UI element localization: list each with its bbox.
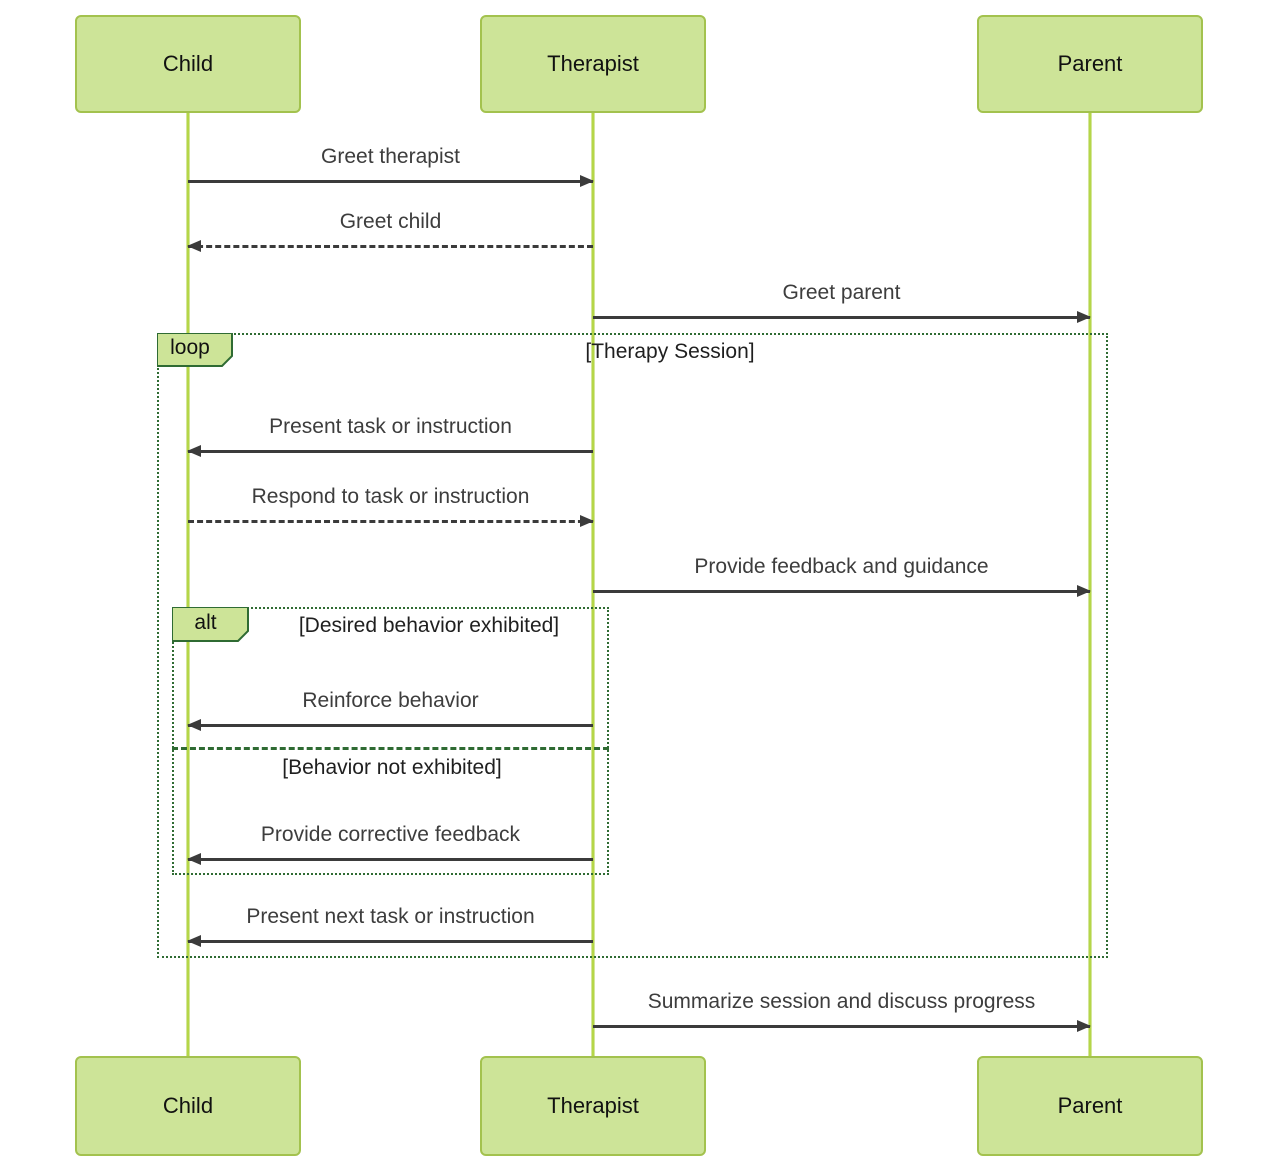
actor-child-top: Child	[75, 15, 301, 113]
loop-frame	[157, 333, 1108, 958]
arrowhead-icon	[187, 445, 201, 457]
loop-frame-title: [Therapy Session]	[585, 340, 755, 363]
alt-frame	[172, 607, 609, 875]
actor-parent-top: Parent	[977, 15, 1203, 113]
message-line	[593, 590, 1090, 593]
message-present-next-task: Present next task or instruction	[187, 903, 593, 947]
message-line	[188, 858, 593, 861]
message-label: Present next task or instruction	[246, 905, 535, 928]
message-present-task: Present task or instruction	[187, 413, 593, 457]
message-summarize-session: Summarize session and discuss progress	[593, 988, 1091, 1032]
message-label: Greet child	[339, 210, 442, 233]
actor-child-bottom: Child	[75, 1056, 301, 1156]
arrowhead-icon	[187, 719, 201, 731]
arrowhead-icon	[1077, 311, 1091, 323]
loop-tag-label: loop	[170, 336, 210, 359]
arrowhead-icon	[1077, 585, 1091, 597]
arrowhead-icon	[187, 240, 201, 252]
message-line	[188, 180, 593, 183]
message-label: Respond to task or instruction	[251, 485, 530, 508]
actor-label: Child	[162, 1093, 214, 1118]
message-line	[188, 450, 593, 453]
message-reinforce-behavior: Reinforce behavior	[187, 687, 593, 731]
alt-frame-divider	[172, 747, 609, 750]
message-line	[593, 1025, 1090, 1028]
actor-label: Therapist	[547, 51, 639, 76]
message-line	[188, 245, 593, 248]
lifeline-parent	[1088, 113, 1092, 1056]
message-label: Summarize session and discuss progress	[647, 990, 1036, 1013]
alt-frame-tag: alt	[172, 607, 249, 642]
actor-label: Child	[162, 51, 214, 76]
message-provide-feedback: Provide feedback and guidance	[593, 553, 1091, 597]
message-line	[188, 724, 593, 727]
message-greet-child: Greet child	[187, 208, 593, 252]
arrowhead-icon	[1077, 1020, 1091, 1032]
actor-therapist-bottom: Therapist	[480, 1056, 706, 1156]
loop-tag-shape	[157, 333, 233, 367]
actor-therapist-top: Therapist	[480, 15, 706, 113]
message-line	[593, 316, 1090, 319]
actor-label: Therapist	[547, 1093, 639, 1118]
loop-frame-tag: loop	[157, 333, 233, 367]
lifeline-therapist	[591, 113, 595, 1056]
message-corrective-feedback: Provide corrective feedback	[187, 821, 593, 865]
message-label: Provide corrective feedback	[260, 823, 521, 846]
arrowhead-icon	[580, 175, 594, 187]
alt-tag-label: alt	[194, 610, 217, 634]
message-line	[188, 940, 593, 943]
message-label: Provide feedback and guidance	[694, 555, 989, 578]
arrowhead-icon	[580, 515, 594, 527]
alt-divider-label: [Behavior not exhibited]	[282, 756, 502, 779]
message-respond-task: Respond to task or instruction	[188, 483, 594, 527]
message-label: Present task or instruction	[269, 415, 512, 438]
actor-label: Parent	[1057, 1093, 1123, 1118]
alt-frame-title: [Desired behavior exhibited]	[298, 614, 560, 637]
actor-parent-bottom: Parent	[977, 1056, 1203, 1156]
arrowhead-icon	[187, 935, 201, 947]
alt-tag-shape	[172, 607, 249, 642]
arrowhead-icon	[187, 853, 201, 865]
actor-label: Parent	[1057, 51, 1123, 76]
message-label: Greet parent	[782, 281, 901, 304]
message-greet-therapist: Greet therapist	[188, 143, 594, 187]
message-label: Greet therapist	[321, 145, 460, 168]
message-line	[188, 520, 593, 523]
message-greet-parent: Greet parent	[593, 279, 1091, 323]
lifeline-child	[186, 113, 190, 1056]
message-label: Reinforce behavior	[302, 689, 479, 712]
